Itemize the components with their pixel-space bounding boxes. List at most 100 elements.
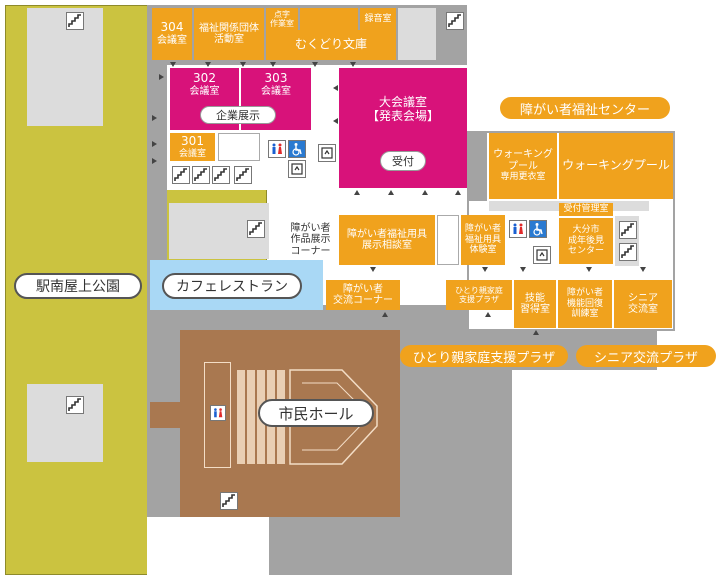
room-library-top bbox=[300, 8, 358, 30]
door-marker bbox=[205, 62, 211, 67]
room-recording[interactable]: 録音室 bbox=[360, 8, 396, 30]
room-aid-display[interactable]: 障がい者 作品展示 コーナー bbox=[283, 218, 338, 262]
room-304[interactable]: 304 会議室 bbox=[152, 8, 192, 60]
park-label[interactable]: 駅南屋上公園 bbox=[14, 273, 142, 299]
aid-consult-line2: 展示相談室 bbox=[362, 240, 412, 251]
door-marker bbox=[152, 141, 157, 147]
park-stair-block-top bbox=[27, 8, 103, 126]
senior-plaza-text: シニア交流プラザ bbox=[593, 350, 698, 366]
aid-consult-line1: 障がい者福祉用具 bbox=[347, 228, 427, 240]
door-marker bbox=[152, 115, 157, 121]
door-marker bbox=[370, 267, 376, 272]
hall-label[interactable]: 市民ホール bbox=[258, 399, 374, 427]
aid-display-line1: 障がい者 bbox=[290, 222, 331, 234]
pool-locker-line3: 専用更衣室 bbox=[500, 172, 546, 183]
skills-line2: 習得室 bbox=[520, 304, 550, 315]
walking-pool-label: ウォーキングプール bbox=[562, 158, 670, 173]
braille-line1: 点字 bbox=[274, 9, 290, 19]
exhibit-label[interactable]: 企業展示 bbox=[200, 106, 276, 124]
room-303-num: 303 bbox=[264, 71, 288, 85]
door-marker bbox=[240, 62, 246, 67]
room-301-side bbox=[218, 133, 260, 161]
pool-locker-line1: ウォーキング bbox=[493, 149, 553, 161]
elevator-icon bbox=[288, 160, 306, 178]
pool-locker-line2: プール bbox=[508, 160, 538, 172]
top-stair-area bbox=[398, 8, 436, 60]
recording-label: 録音室 bbox=[364, 13, 392, 24]
door-marker bbox=[382, 312, 388, 317]
stairs-icon bbox=[66, 396, 84, 414]
room-aid-trial[interactable]: 障がい者 福祉用具 体験室 bbox=[461, 215, 505, 265]
door-marker bbox=[354, 190, 360, 195]
senior-plaza-label: シニア交流プラザ bbox=[576, 345, 716, 367]
door-marker bbox=[333, 85, 338, 91]
exhibit-label-text: 企業展示 bbox=[216, 109, 260, 122]
room-walking-pool[interactable]: ウォーキングプール bbox=[559, 133, 673, 199]
door-marker bbox=[533, 330, 539, 335]
room-exchange-corner[interactable]: 障がい者 交流コーナー bbox=[326, 280, 400, 310]
room-sports-center[interactable]: 大分市 成年後見 センター bbox=[559, 218, 613, 264]
stairs-icon bbox=[446, 12, 464, 30]
door-marker bbox=[586, 267, 592, 272]
disability-center-text: 障がい者福祉センター bbox=[519, 102, 650, 118]
aid-display-line2: 作品展示 bbox=[290, 234, 331, 246]
skills-line1: 技能 bbox=[525, 292, 545, 304]
cafe-label[interactable]: カフェレストラン bbox=[162, 273, 302, 299]
stairs-icon bbox=[234, 166, 252, 184]
main-conf-line2: 【発表会場】 bbox=[366, 108, 439, 123]
reception-label[interactable]: 受付 bbox=[380, 151, 426, 171]
aid-consult-side bbox=[437, 215, 459, 265]
room-single-parent-small[interactable]: ひとり親家庭 支援プラザ bbox=[446, 280, 512, 310]
door-marker bbox=[520, 267, 526, 272]
single-parent-small-line2: 支援プラザ bbox=[459, 295, 499, 304]
room-skills[interactable]: 技能 習得室 bbox=[514, 280, 556, 328]
stairs-icon bbox=[220, 492, 238, 510]
aid-trial-line3: 体験室 bbox=[469, 245, 497, 256]
room-301[interactable]: 301 会議室 bbox=[170, 133, 215, 161]
sports-center-line1: 大分市 bbox=[572, 225, 600, 236]
room-welfare-groups[interactable]: 福祉関係団体 活動室 bbox=[194, 8, 264, 60]
stairs-icon bbox=[619, 221, 637, 239]
corridor-left bbox=[147, 5, 167, 305]
aid-trial-line1: 障がい者 bbox=[464, 224, 501, 235]
rehab-line3: 訓練室 bbox=[571, 309, 599, 320]
stairs-icon bbox=[619, 243, 637, 261]
senior-line2: 交流室 bbox=[628, 304, 658, 315]
room-braille[interactable]: 点字 作業室 bbox=[266, 8, 298, 30]
room-303[interactable]: 303 会議室 bbox=[241, 68, 311, 130]
library-label: むくどり文庫 bbox=[294, 37, 367, 52]
door-marker bbox=[270, 62, 276, 67]
sports-center-line2: 成年後見 bbox=[567, 235, 604, 246]
wheelchair-icon bbox=[288, 140, 306, 158]
room-senior[interactable]: シニア 交流室 bbox=[614, 280, 672, 328]
aid-display-line3: コーナー bbox=[290, 245, 331, 257]
room-admin-office[interactable]: 受付管理室 bbox=[559, 203, 613, 216]
room-pool-locker[interactable]: ウォーキング プール 専用更衣室 bbox=[489, 133, 557, 199]
door-marker bbox=[159, 74, 164, 80]
room-302-num: 302 bbox=[193, 71, 216, 85]
door-marker bbox=[312, 62, 318, 67]
sports-center-line3: センター bbox=[567, 246, 604, 257]
aid-trial-line2: 福祉用具 bbox=[464, 234, 501, 245]
stairs-icon bbox=[212, 166, 230, 184]
room-304-num: 304 bbox=[160, 20, 184, 35]
room-aid-consult[interactable]: 障がい者福祉用具 展示相談室 bbox=[339, 215, 435, 265]
stairs-icon bbox=[66, 12, 84, 30]
exchange-corner-line1: 障がい者 bbox=[343, 283, 383, 295]
room-library[interactable]: むくどり文庫 bbox=[266, 30, 396, 60]
admin-office-label: 受付管理室 bbox=[563, 204, 609, 215]
door-marker bbox=[333, 118, 338, 124]
cafe-label-text: カフェレストラン bbox=[176, 279, 288, 295]
room-302-name: 会議室 bbox=[189, 85, 220, 97]
hall-label-text: 市民ホール bbox=[278, 404, 354, 423]
room-301-name: 会議室 bbox=[178, 148, 206, 159]
rehab-line2: 機能回復 bbox=[566, 298, 603, 309]
welfare-groups-line1: 福祉関係団体 bbox=[199, 22, 259, 34]
restroom-icon bbox=[268, 140, 286, 158]
elevator-icon bbox=[318, 144, 336, 162]
restroom-icon bbox=[509, 220, 527, 238]
door-marker bbox=[455, 190, 461, 195]
corridor-lower-cut-bottom bbox=[147, 517, 269, 580]
door-marker bbox=[485, 312, 491, 317]
room-rehab[interactable]: 障がい者 機能回復 訓練室 bbox=[558, 280, 612, 328]
